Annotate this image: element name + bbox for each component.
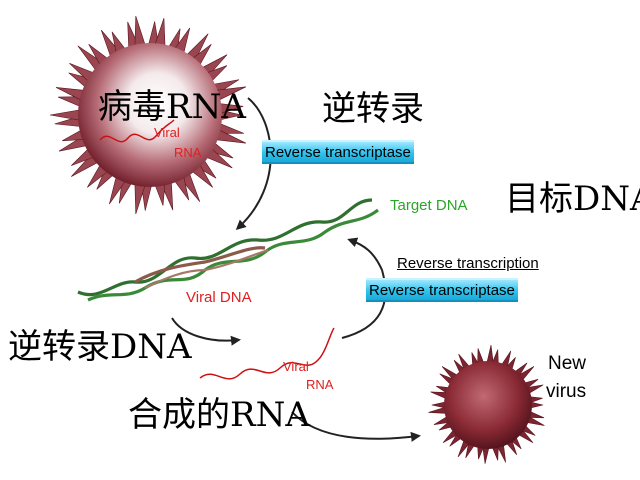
label-virus: virus xyxy=(546,381,587,402)
arrow-reverse-transcription xyxy=(341,237,387,339)
label-new: New xyxy=(548,353,587,374)
label-reverse-transcribed-dna-cn: 逆转录DNA xyxy=(8,327,192,367)
label-viral-dna: Viral DNA xyxy=(186,289,252,306)
label-reverse-transcription: Reverse transcription xyxy=(397,255,539,272)
viral-rna-strand-bottom xyxy=(199,327,335,380)
label-synthesized-rna-cn: 合成的RNA xyxy=(128,395,310,435)
arrow-dna-to-rna xyxy=(171,317,241,346)
dna-double-helix xyxy=(77,198,379,302)
label-target-dna: Target DNA xyxy=(390,197,468,214)
label-rna-top: RNA xyxy=(174,145,202,160)
badge-reverse-transcriptase-top: Reverse transcriptase xyxy=(262,140,414,164)
badge-reverse-transcriptase-right: Reverse transcriptase xyxy=(366,278,518,302)
viral-rna-strand-top xyxy=(99,119,175,143)
label-viral-top: Viral xyxy=(154,125,180,140)
arrow-rna-to-new-virus xyxy=(291,411,421,442)
label-target-dna-cn: 目标DNA xyxy=(505,179,640,219)
label-rna-bottom: RNA xyxy=(306,377,334,392)
label-viral-bottom: Viral xyxy=(283,359,309,374)
label-reverse-transcription-cn: 逆转录 xyxy=(322,89,424,129)
parent-virus-particle xyxy=(49,15,247,215)
label-viral-rna-cn: 病毒RNA xyxy=(98,87,246,127)
new-virus-particle xyxy=(428,345,545,464)
